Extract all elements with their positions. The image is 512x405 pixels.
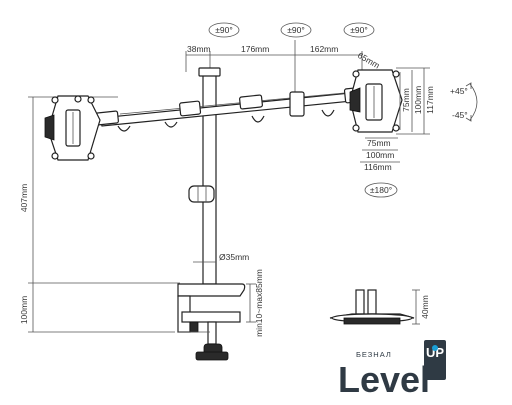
tilt-up-label: +45°: [450, 86, 468, 96]
tilt-down-label: -45°: [452, 110, 468, 120]
clamp-height-label: 100mm: [19, 296, 29, 324]
vesa-v117-label: 117mm: [425, 86, 435, 114]
height-dimension-lines: 407mm 100mm: [19, 96, 180, 333]
vesa-v75-label: 75mm: [401, 88, 411, 112]
rotation-badge-middle: ±90°: [280, 22, 312, 38]
vesa-h100-label: 100mm: [366, 150, 394, 160]
vesa-h75-label: 75mm: [367, 138, 391, 148]
rotation-label-swivel: ±180°: [370, 185, 392, 195]
rotation-label-left: ±90°: [215, 25, 233, 35]
levelup-logo: БЕЗНАЛ Level UP: [338, 340, 446, 400]
pole-diameter-label: Ø35mm: [219, 252, 249, 262]
monitor-arm: [95, 86, 367, 132]
arm-dim-176: 176mm: [241, 44, 269, 54]
vesa-h116-label: 116mm: [364, 162, 392, 172]
desk-clamp: min10~max85mm: [177, 269, 264, 361]
arm-dim-38: 38mm: [187, 44, 211, 54]
logo-accent-dot: [432, 345, 438, 351]
tilt-indicator: +45° -45°: [450, 82, 478, 122]
arm-dim-162: 162mm: [310, 44, 338, 54]
rotation-label-right: ±90°: [350, 25, 368, 35]
rotation-label-middle: ±90°: [287, 25, 305, 35]
logo-level-text: Level: [338, 359, 430, 400]
vesa-dimension-lines: 75mm 100mm 116mm 75mm 100mm 117mm: [360, 67, 435, 172]
rotation-badge-swivel: ±180°: [364, 182, 398, 198]
arm-dim-65: 65mm: [356, 50, 381, 70]
logo-small-text: БЕЗНАЛ: [356, 350, 392, 359]
vesa-v100-label: 100mm: [413, 86, 423, 114]
desk-thickness-label: min10~max85mm: [254, 269, 264, 337]
rotation-badge-right: ±90°: [343, 22, 375, 38]
logo-up-text: UP: [426, 345, 444, 360]
height-total-label: 407mm: [19, 184, 29, 212]
right-vesa-plate: [349, 69, 403, 133]
grommet-mount: 40mm: [329, 289, 430, 325]
left-vesa-plate: [44, 95, 101, 161]
grommet-height-label: 40mm: [420, 295, 430, 319]
rotation-badge-left: ±90°: [208, 22, 240, 38]
pole: Ø35mm: [188, 67, 249, 285]
